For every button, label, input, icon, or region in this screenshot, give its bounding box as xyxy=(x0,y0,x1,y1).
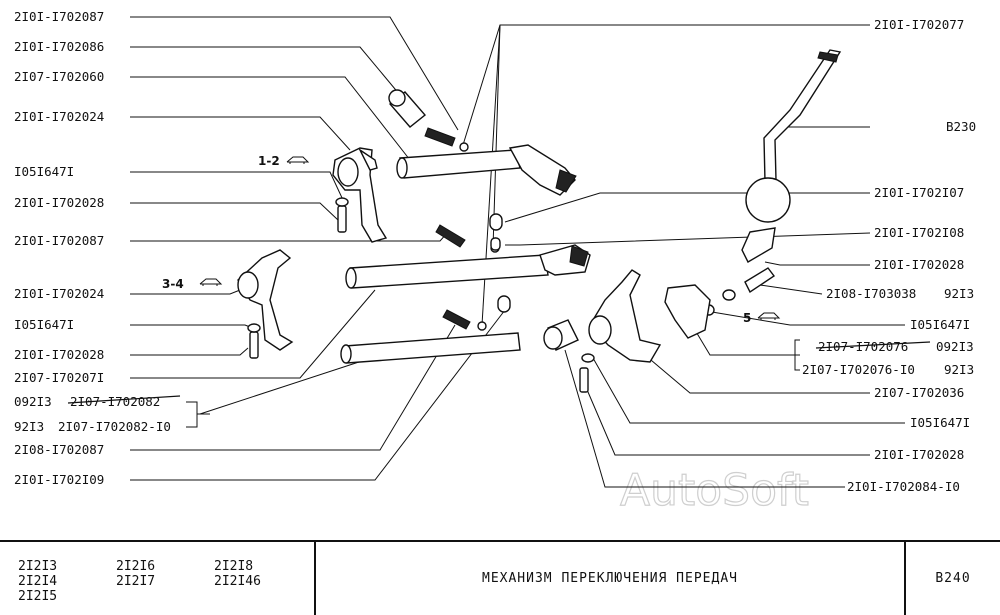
part-label: B230 xyxy=(946,119,976,134)
part-label: 2I0I-I702I07 xyxy=(874,185,964,200)
model-code: 2I2I8 xyxy=(214,559,254,574)
part-label: 2I0I-I702028 xyxy=(874,257,964,272)
shift-rod-1-2 xyxy=(396,144,577,196)
part-label: 2I0I-I702I08 xyxy=(874,225,964,240)
part-label: 2I0I-I702024 xyxy=(14,109,104,124)
bushing-bottom xyxy=(543,319,579,351)
part-label-superseded: 2I07-I702076 xyxy=(818,339,908,354)
exploded-diagram: AutoSoft xyxy=(14,9,976,517)
drawing-title: МЕХАНИЗМ ПЕРЕКЛЮЧЕНИЯ ПЕРЕДАЧ xyxy=(482,571,738,586)
part-label: 092I3 xyxy=(14,394,52,409)
group-1-2-label: 1-2 xyxy=(258,154,280,168)
part-label: 92I3 xyxy=(944,286,974,301)
part-label: 2I0I-I702024 xyxy=(14,286,104,301)
drawing-code-cell: B240 xyxy=(906,542,1000,615)
part-label: 2I0I-I702087 xyxy=(14,233,104,248)
bushing-top xyxy=(388,89,427,128)
part-label: 2I0I-I702086 xyxy=(14,39,104,54)
screws xyxy=(247,197,776,393)
drawing-code: B240 xyxy=(935,571,971,586)
part-label: 2I08-I702087 xyxy=(14,442,104,457)
model-code: 2I2I3 xyxy=(18,559,58,574)
part-label: 2I0I-I702028 xyxy=(874,447,964,462)
parts xyxy=(199,49,842,393)
part-label: 2I0I-I702084-I0 xyxy=(847,479,960,494)
part-label: 092I3 xyxy=(936,339,974,354)
part-label: 2I0I-I702077 xyxy=(874,17,964,32)
fork-3-4 xyxy=(237,249,294,351)
watermark: AutoSoft xyxy=(620,465,809,516)
model-code: 2I2I7 xyxy=(116,574,156,589)
model-list: 2I2I3 2I2I4 2I2I5 2I2I6 2I2I7 2I2I8 2I2I… xyxy=(0,542,316,615)
car-symbols xyxy=(199,156,781,320)
model-code: 2I2I46 xyxy=(214,574,261,589)
shift-rod-3-4 xyxy=(345,244,591,289)
part-label: I05I647I xyxy=(14,164,74,179)
part-label: 2I07-I70207I xyxy=(14,370,104,385)
part-label: 92I3 xyxy=(944,362,974,377)
part-label: 92I3 xyxy=(14,419,44,434)
part-label: 2I0I-I702087 xyxy=(14,9,104,24)
model-code: 2I2I4 xyxy=(18,574,58,589)
leader-lines xyxy=(130,16,870,481)
part-label-superseded: 2I07-I702082 xyxy=(70,394,160,409)
title-block: 2I2I3 2I2I4 2I2I5 2I2I6 2I2I7 2I2I8 2I2I… xyxy=(0,540,1000,615)
springs xyxy=(424,127,471,330)
drawing-title-cell: МЕХАНИЗМ ПЕРЕКЛЮЧЕНИЯ ПЕРЕДАЧ xyxy=(316,542,906,615)
plungers xyxy=(489,213,511,313)
part-label: 2I07-I702082-I0 xyxy=(58,419,171,434)
part-label: I05I647I xyxy=(910,415,970,430)
model-code: 2I2I5 xyxy=(18,589,58,604)
part-label: 2I0I-I702028 xyxy=(14,195,104,210)
part-label: 2I0I-I702I09 xyxy=(14,472,104,487)
part-label: I05I647I xyxy=(14,317,74,332)
shift-rod-5 xyxy=(340,332,521,364)
part-label: 2I0I-I702028 xyxy=(14,347,104,362)
part-label: 2I07-I702060 xyxy=(14,69,104,84)
part-label: I05I647I xyxy=(910,317,970,332)
selector-bracket xyxy=(664,284,711,339)
part-label: 2I08-I703038 xyxy=(826,286,916,301)
fork-1-2 xyxy=(332,147,388,243)
group-5-label: 5 xyxy=(743,311,751,325)
model-code: 2I2I6 xyxy=(116,559,156,574)
group-3-4-label: 3-4 xyxy=(162,277,184,291)
gear-lever xyxy=(741,49,842,263)
part-label: 2I07-I702076-I0 xyxy=(802,362,915,377)
fork-5 xyxy=(588,269,662,363)
part-label: 2I07-I702036 xyxy=(874,385,964,400)
